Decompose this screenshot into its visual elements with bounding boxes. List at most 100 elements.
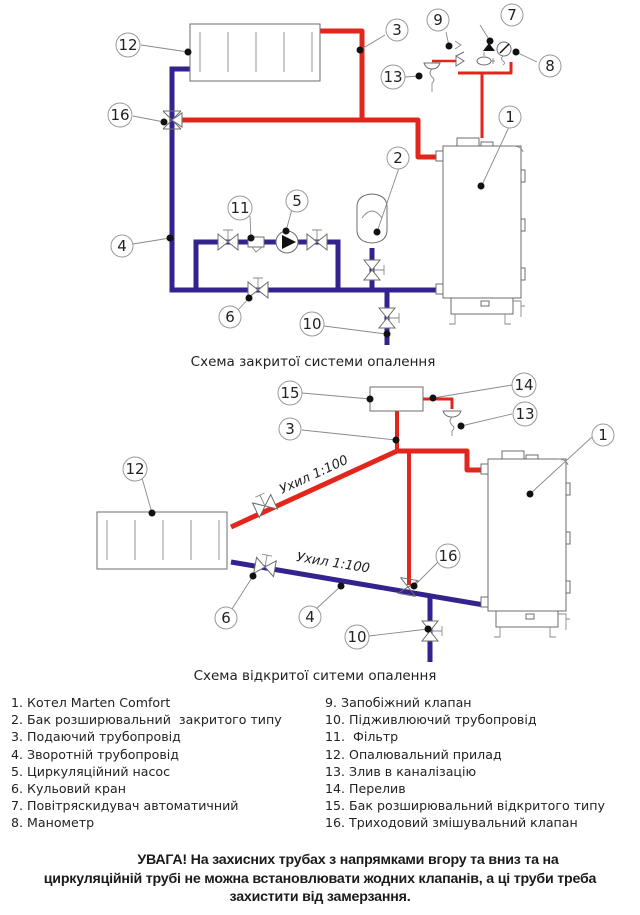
- legend-item: 13. Злив в каналізацію: [325, 763, 477, 779]
- callout-1: 1: [498, 105, 522, 129]
- warning-line-1: УВАГА! На захисних трубах з напрямками в…: [137, 852, 559, 868]
- svg-text:6: 6: [225, 308, 235, 326]
- svg-text:13: 13: [383, 68, 402, 86]
- closed-feed-valve: [378, 307, 400, 329]
- callout-3: 3: [385, 18, 409, 42]
- svg-text:13: 13: [515, 405, 534, 423]
- svg-text:5: 5: [292, 192, 302, 210]
- svg-text:10: 10: [347, 628, 366, 646]
- legend-item: 6. Кульовий кран: [11, 781, 126, 797]
- legend-item: 7. Повітряскидувач автоматичний: [11, 798, 239, 814]
- callout-open-10: 10: [344, 624, 370, 650]
- callout-open-14: 14: [511, 372, 537, 398]
- closed-boiler: [435, 137, 526, 325]
- svg-text:12: 12: [118, 36, 137, 54]
- closed-safety-group: [423, 40, 512, 92]
- svg-text:15: 15: [280, 384, 299, 402]
- callout-8: 8: [538, 54, 562, 78]
- closed-leader-lines: [132, 24, 538, 338]
- legend-item: 10. Підживлюючий трубопровід: [325, 712, 537, 728]
- open-system-caption: Схема відкритої ситеми опалення: [194, 668, 437, 684]
- closed-ball-valve: [247, 277, 269, 299]
- warning-note: УВАГА! На захисних трубах з напрямками в…: [0, 851, 640, 907]
- callout-4: 4: [110, 234, 134, 258]
- legend-item: 2. Бак розширювальний закритого типу: [11, 712, 282, 728]
- callout-open-3: 3: [278, 417, 302, 441]
- open-expansion-tank: [369, 386, 424, 412]
- closed-radiator: [189, 23, 321, 82]
- closed-system-caption: Схема закритої системи опалення: [191, 354, 436, 370]
- svg-text:14: 14: [514, 376, 533, 394]
- callout-13: 13: [380, 64, 406, 90]
- legend-item: 12. Опалювальний прилад: [325, 746, 502, 762]
- closed-circulation-pump: [275, 230, 299, 254]
- legend-item: 11. Фільтр: [325, 729, 399, 745]
- closed-vent-riser: [458, 62, 513, 138]
- warning-line-3: захистити від замерзання.: [229, 889, 411, 905]
- closed-filter: [247, 236, 265, 253]
- closed-expansion-tank: [356, 193, 388, 244]
- callout-5: 5: [285, 189, 309, 213]
- callout-open-16: 16: [435, 543, 461, 569]
- legend-item: 4. Зворотній трубопровід: [11, 746, 179, 762]
- open-leader-lines: [141, 384, 593, 637]
- legend-item: 16. Триходовий змішувальний клапан: [325, 815, 578, 831]
- closed-system-scheme: 1 2 3 4 5 6 7 8 9 10 11 12 13 16 Схема з…: [107, 3, 562, 370]
- svg-text:1: 1: [505, 108, 515, 126]
- callout-12: 12: [115, 32, 141, 58]
- callout-10: 10: [299, 311, 325, 337]
- legend-item: 9. Запобіжний клапан: [325, 695, 472, 710]
- heating-schemes-diagram: 1 2 3 4 5 6 7 8 9 10 11 12 13 16 Схема з…: [96, 3, 615, 684]
- open-system-scheme: Ухил 1:100 Ухил 1:100 1 3 4 6 10 12 13 1…: [96, 372, 615, 684]
- legend-right-column: 9. Запобіжний клапан 10. Підживлюючий тр…: [325, 694, 605, 832]
- callout-open-1: 1: [591, 423, 615, 447]
- svg-text:3: 3: [392, 21, 402, 39]
- svg-text:3: 3: [285, 420, 295, 438]
- open-ball-valve: [253, 552, 278, 578]
- warning-line-2: циркуляційній трубі не можна встановлюва…: [43, 870, 597, 887]
- callout-open-15: 15: [277, 380, 303, 406]
- callout-open-6: 6: [214, 606, 238, 630]
- open-supply-pipe: [229, 448, 484, 530]
- legend-item: 5. Циркуляційний насос: [11, 763, 171, 779]
- legend-left-column: 1. Котел Marten Comfort 2. Бак розширюва…: [11, 694, 282, 832]
- open-feed-valve: [421, 620, 443, 642]
- svg-text:8: 8: [545, 57, 555, 75]
- svg-text:10: 10: [302, 315, 321, 333]
- closed-return-pipe: [169, 66, 436, 293]
- closed-expansion-valve: [363, 259, 385, 281]
- callout-open-12: 12: [122, 456, 148, 482]
- open-drain: [442, 410, 462, 436]
- open-radiator: [96, 511, 228, 570]
- svg-text:16: 16: [438, 547, 457, 565]
- svg-text:1: 1: [598, 426, 608, 444]
- closed-valve-right: [306, 229, 328, 251]
- legend-item: 15. Бак розширювальний відкритого типу: [325, 798, 605, 814]
- svg-text:6: 6: [221, 609, 231, 627]
- callout-9: 9: [426, 8, 450, 32]
- svg-text:12: 12: [125, 460, 144, 478]
- callout-16: 16: [107, 102, 133, 128]
- svg-text:11: 11: [230, 199, 249, 217]
- callout-open-13: 13: [512, 401, 538, 427]
- closed-bypass-loop: [193, 239, 341, 290]
- svg-text:7: 7: [507, 6, 517, 24]
- legend-item: 3. Подаючий трубопровід: [11, 729, 181, 745]
- open-three-way-valve: [397, 577, 419, 597]
- svg-text:4: 4: [117, 237, 127, 255]
- svg-text:9: 9: [433, 11, 443, 29]
- closed-three-way-valve: [162, 110, 183, 130]
- legend-item: 14. Перелив: [325, 781, 406, 797]
- svg-text:4: 4: [305, 608, 315, 626]
- callout-open-4: 4: [298, 605, 322, 629]
- svg-text:16: 16: [110, 106, 129, 124]
- open-boiler: [480, 450, 571, 638]
- svg-text:2: 2: [393, 149, 403, 167]
- callout-6: 6: [218, 305, 242, 329]
- closed-valve-left: [217, 229, 239, 251]
- callout-7: 7: [500, 3, 524, 27]
- callout-11: 11: [227, 195, 253, 221]
- callout-2: 2: [386, 146, 410, 170]
- open-overflow-pipe: [423, 397, 454, 409]
- legend-item: 8. Манометр: [11, 815, 95, 831]
